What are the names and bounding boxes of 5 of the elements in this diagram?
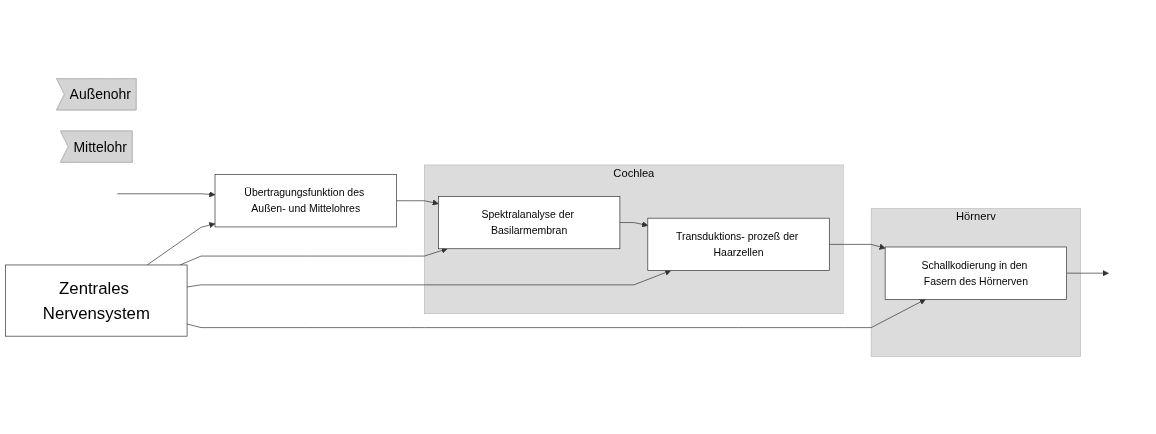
node-box: Zentrales Nervensystem xyxy=(5,264,188,337)
node-box: Schallkodierung in den Fasern des Hörnerven xyxy=(884,246,1067,300)
node-box: Transduktions- prozeß der Haarzellen xyxy=(647,217,830,271)
node-box: Übertragungsfunktion des Außen- und Mittelohres xyxy=(214,173,397,227)
node-box: Spektralanalyse der Basilarmembran xyxy=(438,195,621,249)
